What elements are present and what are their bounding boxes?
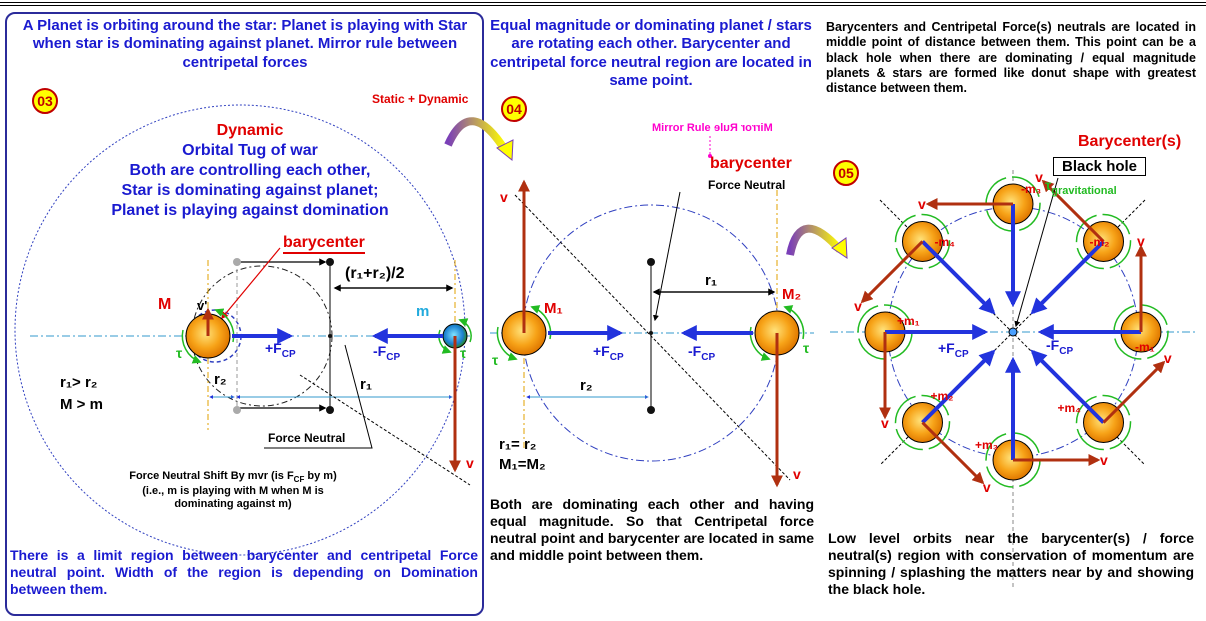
p2-title: Equal magnitude or dominating planet / s… <box>490 17 812 89</box>
velocity-label: v <box>1100 452 1108 468</box>
ring-mass-label: -m₃ <box>1021 182 1042 196</box>
force-arrow <box>1030 349 1105 424</box>
p2-tau-right: τ <box>803 340 810 356</box>
badge-04: 04 <box>501 96 527 122</box>
p3-footer: Low level orbits near the barycenter(s) … <box>828 530 1194 598</box>
p1-footer: There is a limit region between barycent… <box>10 547 478 598</box>
ring-mass-label: +m₄ <box>1057 400 1081 415</box>
badge-05: 05 <box>833 160 859 186</box>
ring-mass-label: -m₁ <box>1135 340 1155 354</box>
tau-ring <box>1075 394 1132 451</box>
p2-v-bottom: v <box>793 466 801 482</box>
planet-m-label: m <box>416 303 430 320</box>
velocity-arrow <box>921 421 985 485</box>
p2-m-relation: M₁=M₂ <box>499 456 546 473</box>
p2-r2-label: r₂ <box>580 377 593 394</box>
tau-ring <box>1075 213 1132 270</box>
tug-of-war-3: Planet is playing against domination <box>111 202 389 219</box>
p1-r-relation: r₁> r₂ <box>60 374 98 391</box>
p1-fcp-neg: -FCP <box>373 343 401 363</box>
star-m-label: M <box>158 296 172 313</box>
shift-note: Force Neutral Shift By mvr (is FCF by m)… <box>129 470 337 511</box>
p3-fcp-neg: -FCP <box>1046 337 1074 357</box>
black-hole-center <box>1008 327 1018 337</box>
p1-r2-label: r₂ <box>214 371 227 388</box>
p1-v-label: v <box>466 455 474 471</box>
p2-force-neutral: Force Neutral <box>708 178 786 192</box>
tug-of-war-2: Star is dominating against planet; <box>121 182 379 199</box>
p3-title: Barycenters and Centripetal Force(s) neu… <box>826 20 1196 95</box>
ring-mass-label: -m₄ <box>934 235 955 250</box>
tau-gravitational: τgravitational <box>1045 177 1117 197</box>
p2-fcp-pos: +FCP <box>593 343 624 363</box>
force-arrow <box>921 349 996 424</box>
v-prime-label: v' <box>197 298 208 313</box>
p1-title: A Planet is orbiting around the star: Pl… <box>22 17 468 71</box>
badge-03: 03 <box>32 88 58 114</box>
p1-m-relation: M > m <box>60 396 103 413</box>
top-rule-2 <box>0 5 1206 6</box>
mirror-rule-label: Mirror Rule <box>652 122 711 134</box>
ring-mass-label: +m₃ <box>975 438 999 452</box>
p3-fcp-pos: +FCP <box>938 340 969 360</box>
velocity-label: v <box>1035 169 1043 185</box>
ring-mass-label: -m₂ <box>1089 235 1110 250</box>
velocity-arrow <box>1041 179 1105 243</box>
top-rule <box>0 2 1206 3</box>
ring-mass-label: +m₂ <box>930 388 954 403</box>
ring-mass-label: +m₁ <box>897 314 920 328</box>
p1-r1-label: r₁ <box>360 376 373 393</box>
p2-tau-left: τ <box>492 352 499 368</box>
barycenters-label: Barycenter(s) <box>1078 133 1182 150</box>
p1-force-neutral: Force Neutral <box>268 431 346 445</box>
transition-arrow-1 <box>444 117 509 153</box>
p2-footer: Both are dominating each other and havin… <box>490 496 814 564</box>
velocity-label: v <box>854 298 862 314</box>
velocity-label: v <box>983 479 991 495</box>
p2-r-relation: r₁= r₂ <box>499 436 537 453</box>
dynamic-heading: Dynamic <box>216 122 284 139</box>
velocity-label: v <box>881 415 889 431</box>
p2-barycenter-label: barycenter <box>710 155 792 172</box>
p2-v-top: v <box>500 189 508 205</box>
p1-fcp-pos: +FCP <box>265 340 296 360</box>
mirror-rule-reversed: Mirror Rule <box>714 122 773 134</box>
half-sum-label: (r₁+r₂)/2 <box>345 265 405 282</box>
panel-03 <box>5 12 484 616</box>
p2-m1-label: M₁ <box>544 300 563 317</box>
p2-m2-label: M₂ <box>782 286 802 303</box>
force-arrow <box>1030 240 1105 315</box>
transition-arrow-2 <box>786 224 843 256</box>
velocity-label: v <box>918 196 926 212</box>
p2-r1-label: r₁ <box>705 272 718 289</box>
p1-barycenter-label: barycenter <box>283 234 365 254</box>
tau-ring <box>894 394 951 451</box>
static-dynamic-label: Static + Dynamic <box>372 92 469 106</box>
tau-label: τ <box>176 345 183 361</box>
black-hole-label: Black hole <box>1053 157 1147 176</box>
tau-ring <box>894 213 951 270</box>
force-arrow <box>921 240 996 315</box>
p2-fcp-neg: -FCP <box>688 343 716 363</box>
tug-of-war-0: Orbital Tug of war <box>182 142 318 159</box>
velocity-label: v <box>1137 233 1145 249</box>
velocity-arrow <box>1102 360 1166 424</box>
velocity-arrow <box>860 240 924 304</box>
tau-label-2: τ <box>460 345 467 361</box>
tug-of-war-1: Both are controlling each other, <box>129 162 371 179</box>
velocity-label: v <box>1164 350 1172 366</box>
